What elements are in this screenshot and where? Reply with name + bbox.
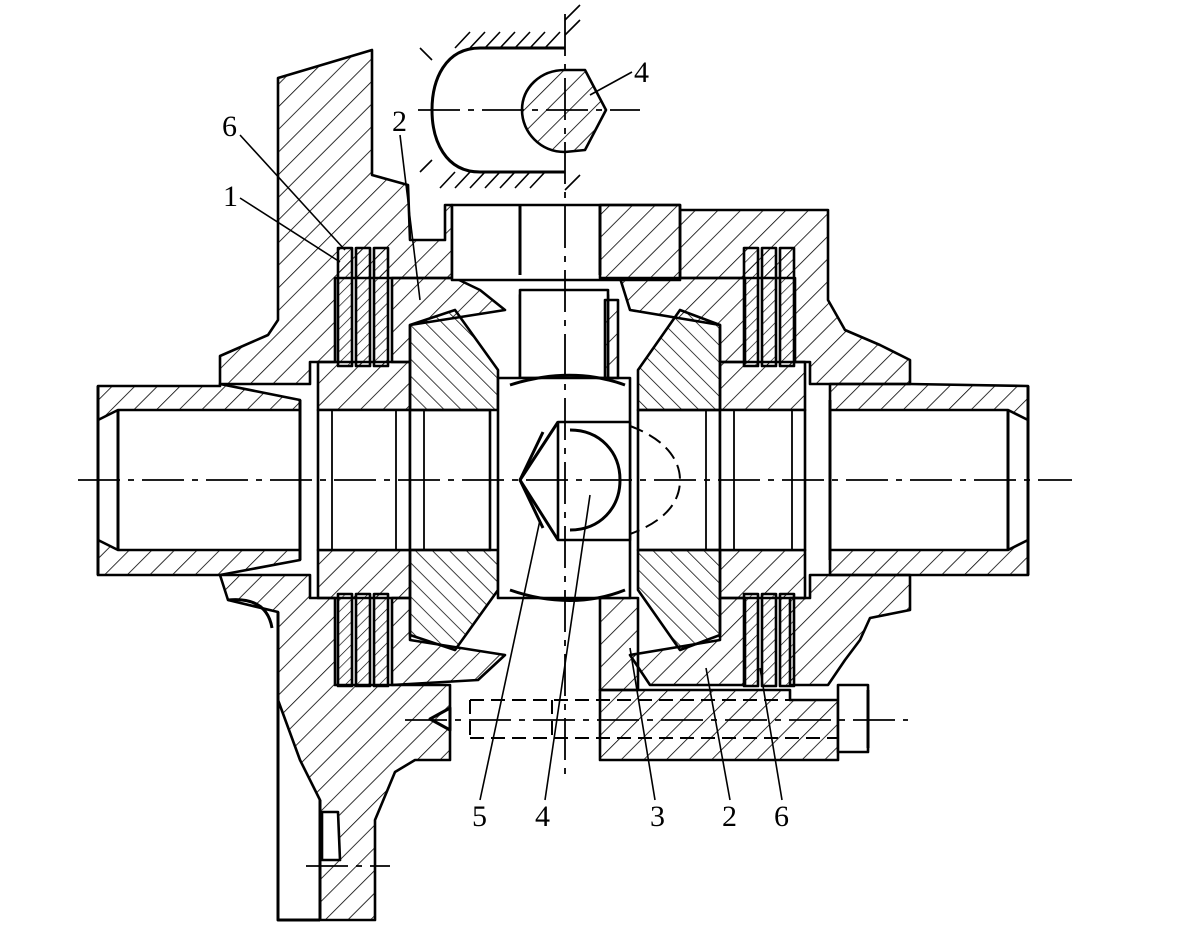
axle-shaft-right	[828, 382, 1030, 577]
callout-3: 3	[650, 800, 665, 833]
callout-4-top: 4	[634, 56, 649, 89]
callouts: 6 2 1 4 5 4 3 2 6	[222, 56, 789, 833]
callout-2-top: 2	[392, 105, 407, 138]
ramp-cam	[518, 421, 560, 541]
detail-view-top	[419, 4, 608, 191]
friction-pack-right-top	[742, 246, 796, 368]
side-gear-right	[636, 308, 722, 652]
spindle	[450, 203, 682, 380]
callout-2-bottom: 2	[722, 800, 737, 833]
friction-pack-left-top	[336, 246, 390, 368]
friction-pack-right-bottom	[742, 592, 796, 688]
leader-lines	[239, 71, 783, 801]
callout-4-bottom: 4	[535, 800, 550, 833]
callout-6-left: 6	[222, 110, 237, 143]
center-lines	[78, 14, 1072, 867]
callout-6-bottom: 6	[774, 800, 789, 833]
side-gear-left	[408, 308, 500, 652]
bottom-bolt	[428, 699, 838, 739]
pinion-gear-top	[518, 288, 610, 380]
callout-1: 1	[223, 180, 238, 213]
friction-pack-left-bottom	[336, 592, 390, 688]
pinion-gear-bottom	[598, 596, 640, 692]
cross-shaft	[496, 373, 632, 602]
callout-5: 5	[472, 800, 487, 833]
